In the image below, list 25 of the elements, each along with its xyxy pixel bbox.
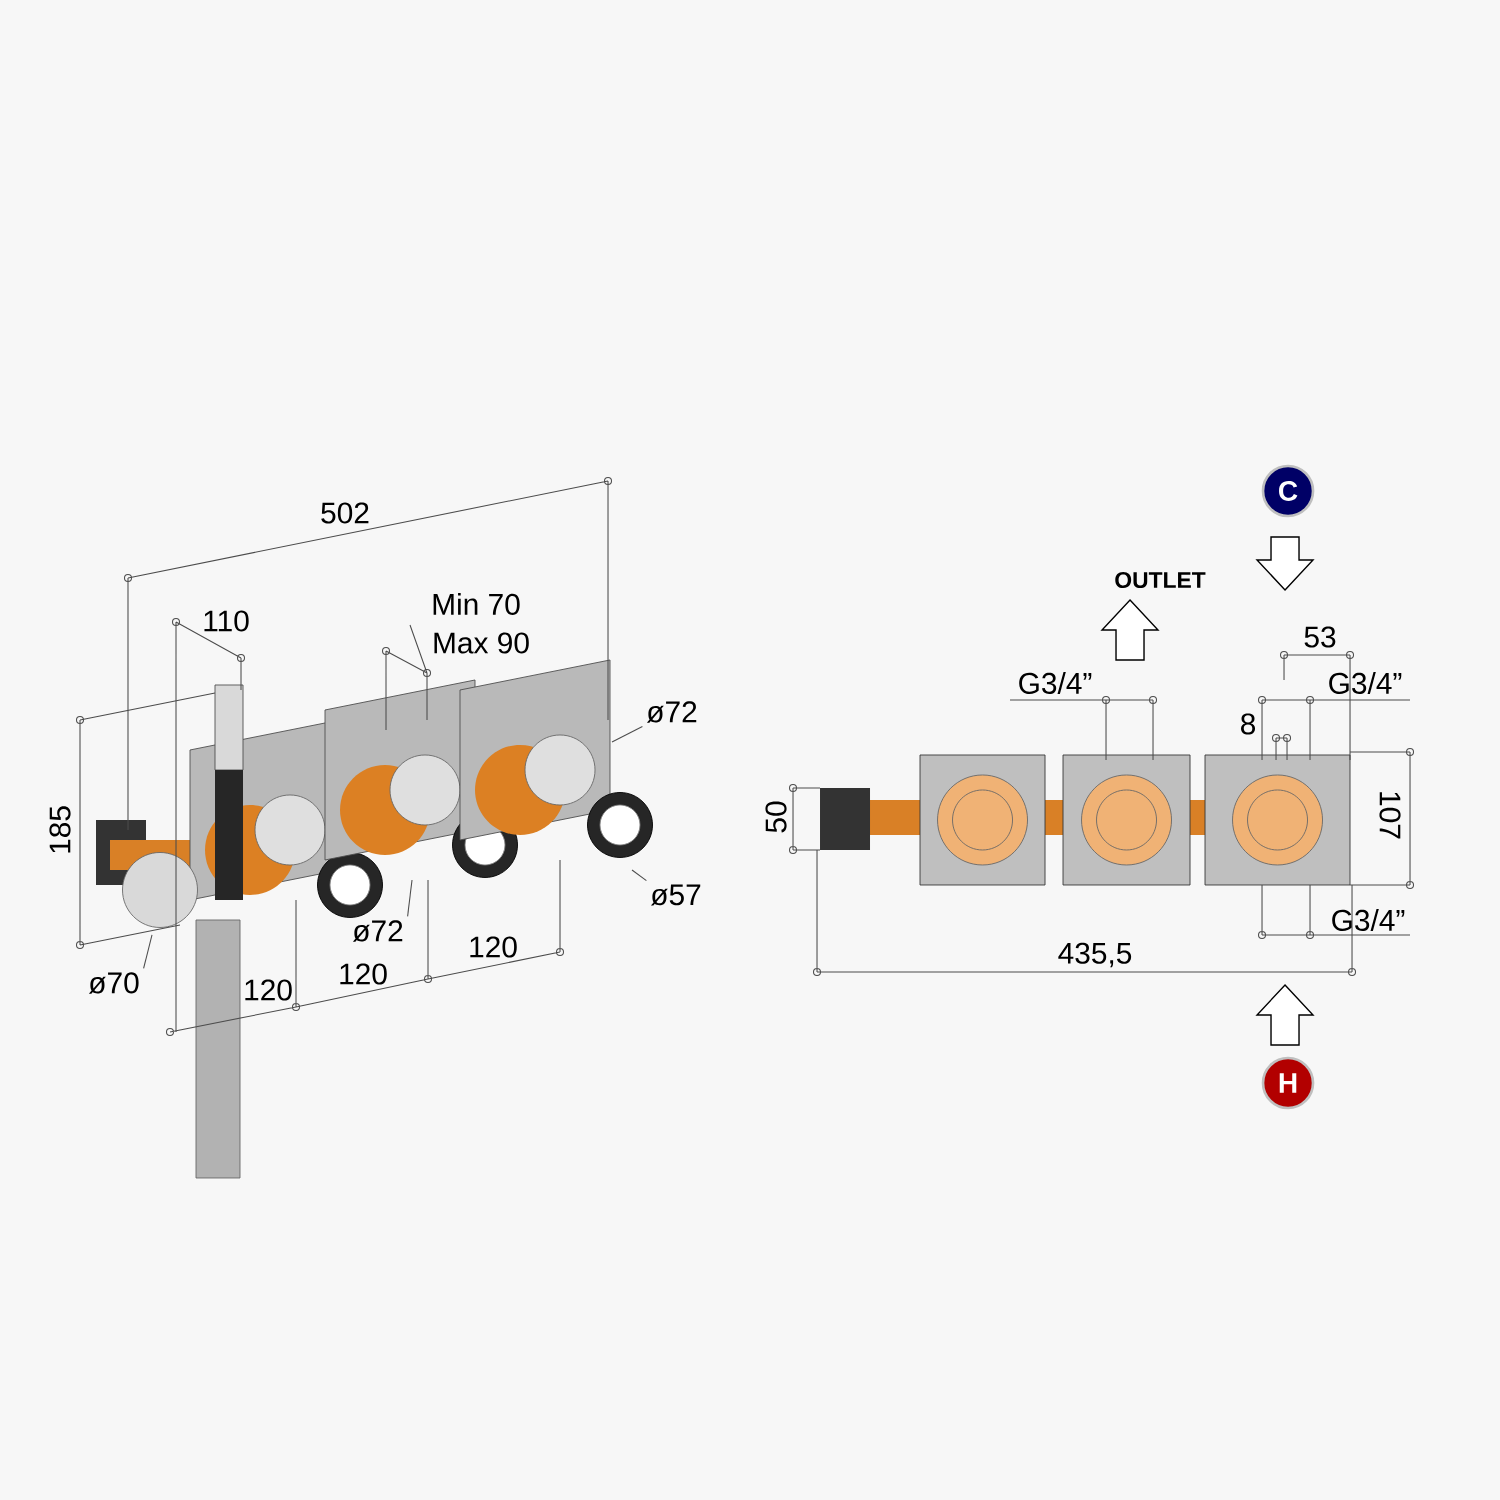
leader-line [631,869,647,882]
dimension-label: 120 [340,963,387,985]
dimension-label: ø72 [646,701,697,723]
dimension-label: 120 [245,979,292,1001]
dimension-label: OUTLET [1115,571,1206,589]
dimension-label: 502 [321,502,369,524]
dimension-label: 110 [204,610,249,632]
dimension-label: Min 70 [433,593,520,615]
leader-line [143,934,153,969]
dimension-label: 435,5 [1058,942,1132,968]
leader-line [611,726,643,743]
dimension-label: 185 [49,806,71,853]
dimension-label: 8 [1241,713,1256,735]
dimension-label: ø70 [88,972,139,994]
dimension-label: 50 [765,801,787,833]
dimension-label: 107 [1379,792,1401,839]
dimension-label: G3/4” [1332,909,1405,931]
dimension-label: 120 [470,936,517,958]
dimension-label: G3/4” [1019,672,1092,694]
dimension-label: ø72 [352,920,403,942]
dimension-label: G3/4” [1329,672,1402,694]
leader-line [407,879,413,917]
dimension-label: ø57 [650,884,701,906]
dimension-label: 53 [1304,626,1336,648]
dimension-label: Max 90 [434,632,529,654]
